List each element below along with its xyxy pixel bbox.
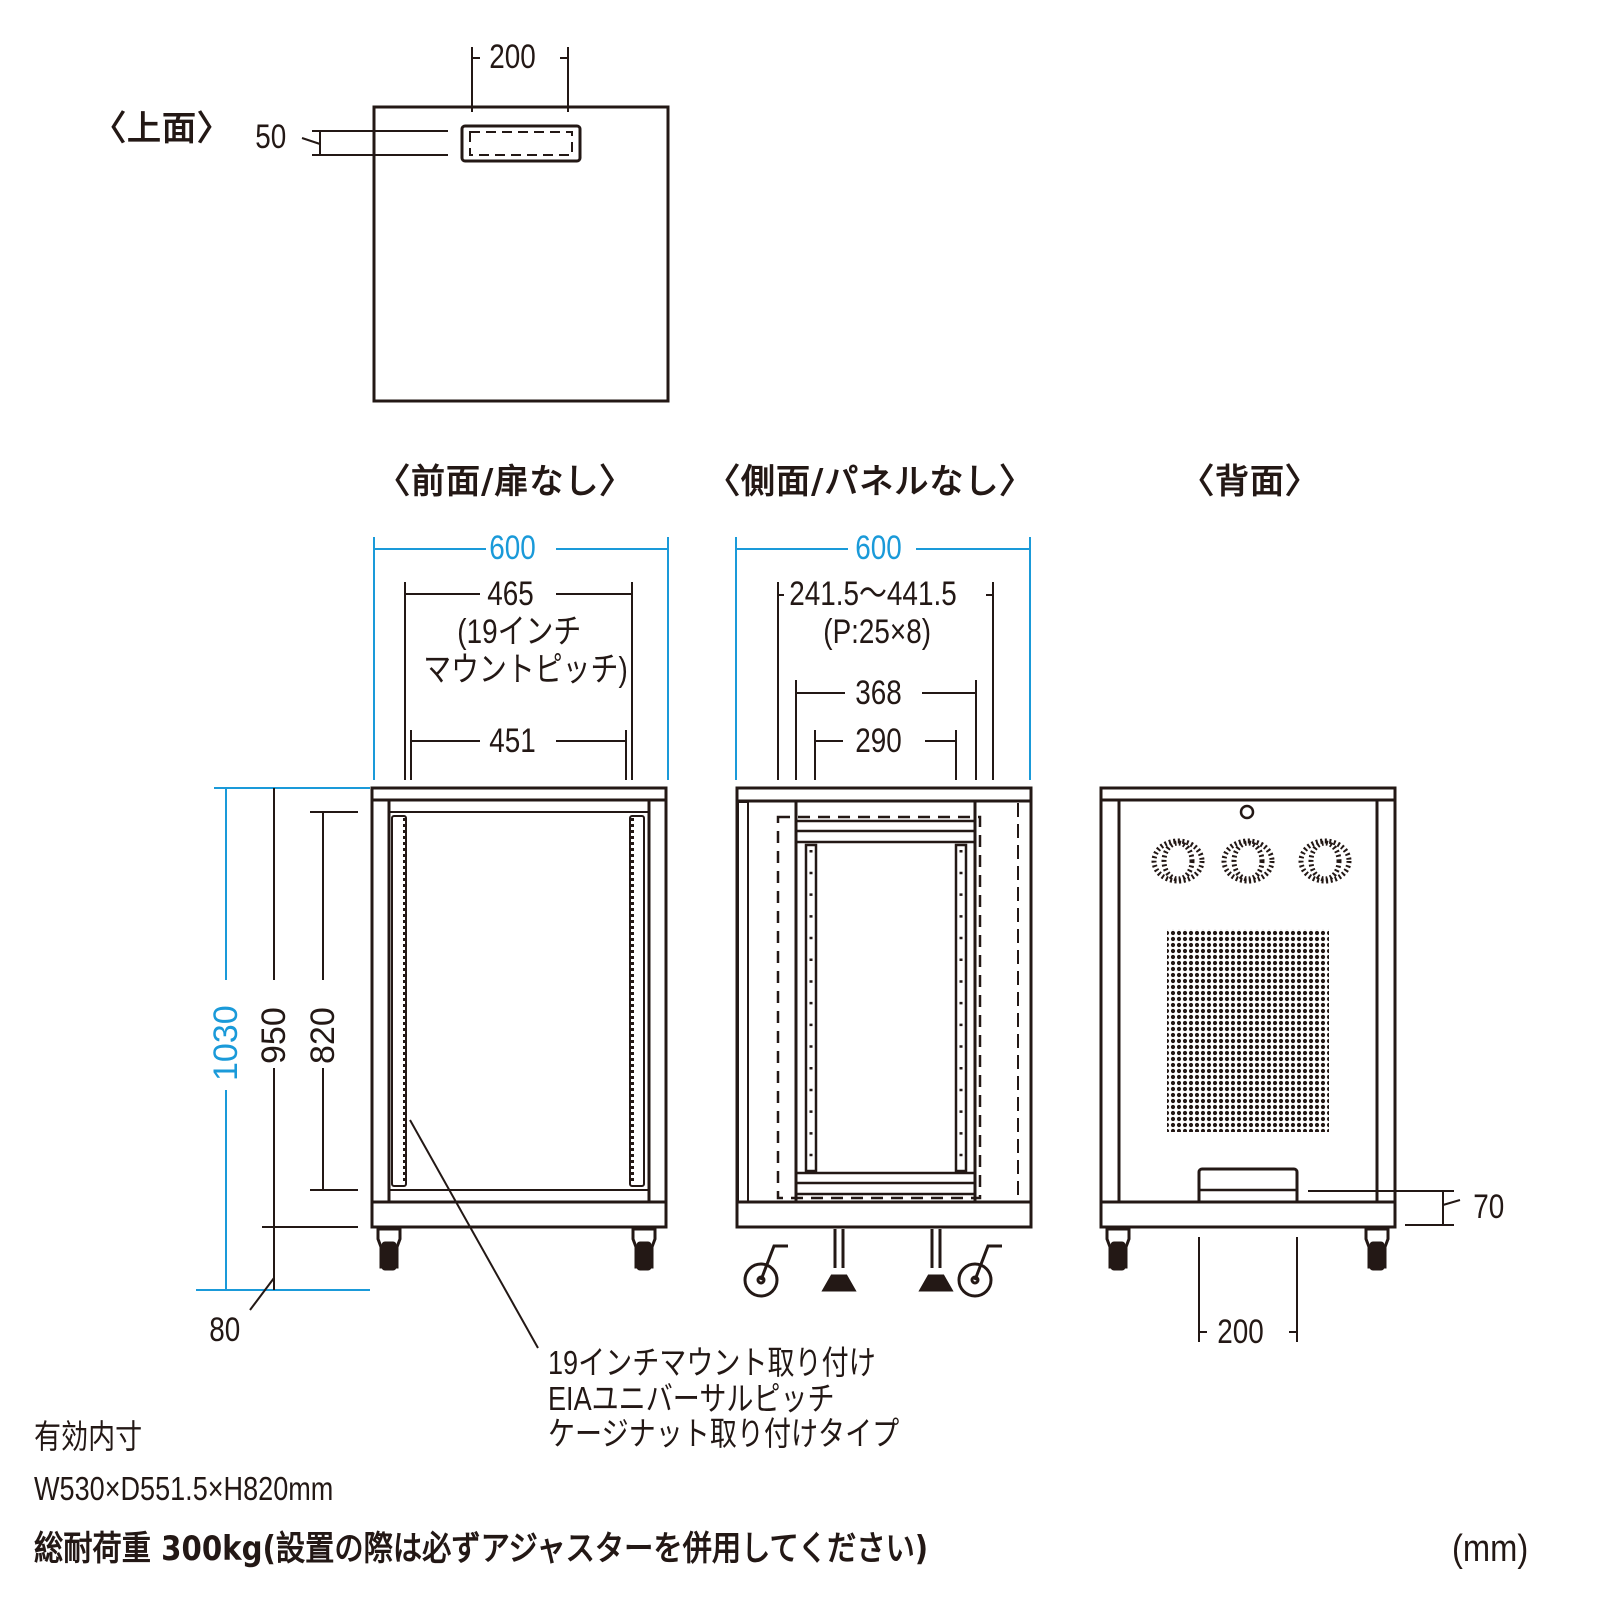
- side-left-adjuster: [821, 1229, 857, 1292]
- back-fan-left: [1151, 838, 1205, 884]
- front-right-caster: [631, 1227, 657, 1271]
- side-rear-rail: [954, 843, 968, 1173]
- front-cabinet-body: [370, 786, 668, 1229]
- front-view-title: 〈前面/扉なし〉: [376, 462, 635, 502]
- side-overall-depth-label: 600: [852, 531, 906, 565]
- front-mount-pitch-note-2: マウントピッチ): [423, 651, 628, 689]
- back-fan-center: [1221, 838, 1275, 884]
- top-cable-cutout-inner: [469, 131, 573, 156]
- back-view: [1099, 786, 1461, 1342]
- front-body-height-label: 950: [255, 1003, 293, 1068]
- back-fan-right: [1298, 838, 1352, 884]
- side-right-adjuster: [918, 1229, 954, 1292]
- side-rail-adjust-range: [776, 815, 982, 1200]
- back-view-title: 〈背面〉: [1180, 462, 1320, 502]
- top-view-outline: [372, 105, 670, 403]
- front-left-caster: [376, 1227, 402, 1271]
- top-cutout-depth-label: 50: [255, 118, 287, 156]
- front-mount-height-label: 820: [304, 1003, 342, 1068]
- back-opening-height-label: 70: [1473, 1188, 1505, 1226]
- top-cable-cutout: [460, 124, 582, 163]
- back-opening-width-label: 200: [1214, 1315, 1268, 1349]
- side-inner-depth-label: 290: [852, 724, 906, 758]
- top-view-title: 〈上面〉: [92, 109, 232, 149]
- side-view-title: 〈側面/パネルなし〉: [706, 462, 1035, 502]
- effective-dimension-label: 有効内寸: [34, 1418, 143, 1455]
- unit-label: (mm): [1452, 1528, 1529, 1570]
- effective-dimension-value: W530×D551.5×H820mm: [34, 1470, 334, 1507]
- callout-line-2: EIAユニバーサルピッチ: [548, 1379, 835, 1417]
- front-inner-width-label: 451: [486, 724, 540, 758]
- back-right-caster: [1364, 1227, 1390, 1271]
- back-key-lock: [1239, 804, 1255, 820]
- front-caster-height-label: 80: [209, 1311, 241, 1349]
- side-front-rail: [804, 843, 818, 1173]
- front-mount-pitch-note-1: (19インチ: [457, 613, 582, 651]
- mount-rail-callout: 19インチマウント取り付け EIAユニバーサルピッチ ケージナット取り付けタイプ: [548, 1345, 899, 1452]
- front-view: [196, 537, 669, 1349]
- front-overall-height-label: 1030: [207, 1001, 245, 1085]
- back-cable-entry: [1197, 1167, 1299, 1202]
- front-overall-width-label: 600: [486, 531, 540, 565]
- top-view: [301, 47, 670, 403]
- side-rail-pitch-label: (P:25×8): [823, 613, 931, 651]
- side-front-caster: [957, 1244, 1002, 1298]
- side-view: [735, 537, 1033, 1298]
- side-cabinet-body: [735, 786, 1033, 1229]
- callout-line-1: 19インチマウント取り付け: [548, 1344, 876, 1381]
- back-perforated-vent: [1167, 929, 1329, 1132]
- side-outer-depth-label: 368: [852, 676, 906, 710]
- top-cutout-width-label: 200: [486, 40, 540, 74]
- callout-line-3: ケージナット取り付けタイプ: [548, 1415, 900, 1453]
- front-mount-pitch-label: 465: [484, 577, 538, 611]
- load-capacity-note: 総耐荷重 300kg(設置の際は必ずアジャスターを併用してください): [34, 1529, 929, 1569]
- back-cabinet-body: [1099, 786, 1397, 1229]
- back-left-caster: [1105, 1227, 1131, 1271]
- side-rear-caster: [743, 1244, 788, 1298]
- side-rail-range-label: 241.5〜441.5: [789, 575, 957, 613]
